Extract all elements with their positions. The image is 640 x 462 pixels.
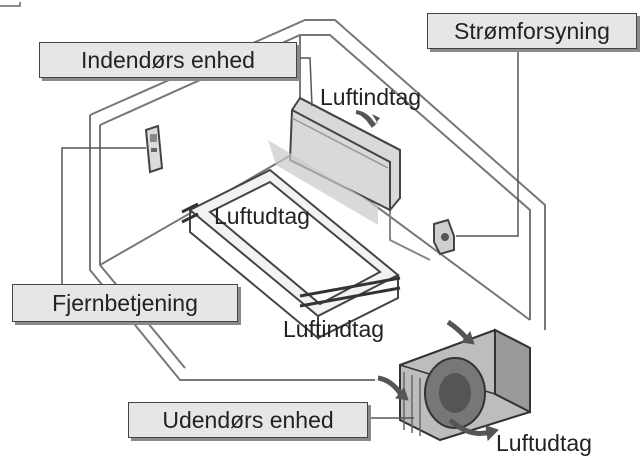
- outdoor-unit-illustration: [399, 328, 531, 442]
- remote-control-illustration: [144, 124, 164, 174]
- indoor-air-intake-label: Luftindtag: [320, 84, 422, 110]
- power-supply-illustration: [433, 218, 455, 256]
- indoor-air-outlet-label: Luftudtag: [214, 203, 310, 229]
- floor-frame: [181, 168, 401, 341]
- indoor-unit-label: Indendørs enhed: [39, 42, 297, 78]
- corner-fragment: [0, 2, 21, 7]
- outdoor-airflow-arrows: [377, 319, 499, 442]
- power-supply-label: Strømforsyning: [427, 13, 637, 49]
- outdoor-unit-label: Udendørs enhed: [128, 402, 368, 438]
- leader-lines: [61, 48, 519, 419]
- remote-control-label: Fjernbetjening: [12, 284, 238, 322]
- indoor-intake-arrow: [355, 110, 380, 128]
- outdoor-air-outlet-label: Luftudtag: [496, 430, 592, 456]
- outdoor-air-intake-label: Luftindtag: [283, 316, 385, 342]
- refrigerant-pipe: [389, 210, 431, 261]
- indoor-unit-illustration: [268, 96, 401, 225]
